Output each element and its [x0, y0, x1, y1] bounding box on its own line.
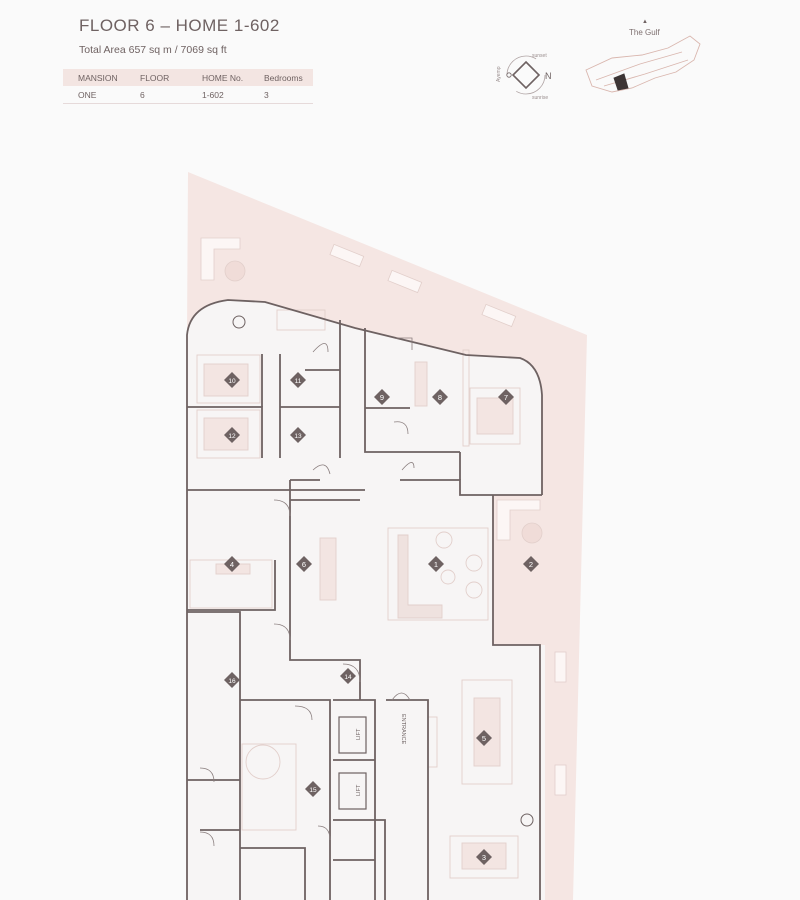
- lift-b-label: LIFT: [356, 784, 362, 796]
- room-marker-label: 12: [228, 433, 236, 440]
- interior-floor: [187, 300, 545, 900]
- spec-header-row: MANSION FLOOR HOME No. Bedrooms: [63, 69, 313, 86]
- spec-value-home: 1-602: [202, 86, 264, 104]
- room-marker-9: 9: [374, 389, 390, 405]
- room-marker-label: 15: [309, 787, 317, 794]
- lift-a-label: LIFT: [356, 728, 362, 740]
- terrace: [187, 172, 587, 900]
- room-marker-label: 4: [230, 560, 234, 569]
- room-marker-diamond-icon: [224, 427, 240, 443]
- spec-value-row: ONE 6 1-602 3: [63, 86, 313, 104]
- room-marker-label: 2: [529, 560, 533, 569]
- compass-sunrise: sunrise: [532, 95, 548, 101]
- room-marker-diamond-icon: [374, 389, 390, 405]
- room-marker-12: 12: [224, 427, 240, 443]
- room-marker-label: 7: [504, 393, 508, 402]
- room-marker-label: 6: [302, 560, 306, 569]
- room-marker-diamond-icon: [476, 730, 492, 746]
- lift-b: [338, 772, 367, 810]
- room-marker-7: 7: [498, 389, 514, 405]
- spec-header-bedrooms: Bedrooms: [264, 69, 313, 86]
- room-marker-diamond-icon: [305, 781, 321, 797]
- keyplan-unit-marker: [613, 73, 629, 91]
- room-marker-8: 8: [432, 389, 448, 405]
- room-marker-1: 1: [428, 556, 444, 572]
- room-marker-label: 5: [482, 734, 486, 743]
- compass-diamond-icon: [511, 60, 541, 90]
- room-marker-diamond-icon: [290, 427, 306, 443]
- spec-value-mansion: ONE: [63, 86, 140, 104]
- spec-header-home: HOME No.: [202, 69, 264, 86]
- room-marker-label: 14: [344, 674, 352, 681]
- sun-icon: [506, 72, 512, 78]
- room-marker-5: 5: [476, 730, 492, 746]
- room-marker-11: 11: [290, 372, 306, 388]
- room-marker-label: 1: [434, 560, 438, 569]
- lifts: [338, 716, 367, 810]
- spec-table: MANSION FLOOR HOME No. Bedrooms ONE 6 1-…: [63, 69, 313, 104]
- room-marker-16: 16: [224, 672, 240, 688]
- spec-value-bedrooms: 3: [264, 86, 313, 104]
- room-marker-diamond-icon: [290, 372, 306, 388]
- compass-west: Ayemp: [496, 66, 502, 82]
- keyplan-label: The Gulf: [629, 28, 660, 37]
- room-marker-diamond-icon: [224, 372, 240, 388]
- page-title: FLOOR 6 – HOME 1-602: [79, 16, 280, 35]
- compass-sunset: sunset: [532, 53, 547, 59]
- room-marker-2: 2: [523, 556, 539, 572]
- room-marker-diamond-icon: [432, 389, 448, 405]
- room-marker-label: 3: [482, 853, 486, 862]
- room-marker-6: 6: [296, 556, 312, 572]
- room-marker-15: 15: [305, 781, 321, 797]
- spec-header-mansion: MANSION: [63, 69, 140, 86]
- spec-value-floor: 6: [140, 86, 202, 104]
- room-marker-label: 8: [438, 393, 442, 402]
- columns: [232, 315, 534, 827]
- room-marker-label: 16: [228, 678, 236, 685]
- lift-a: [338, 716, 367, 754]
- room-marker-label: 10: [228, 378, 236, 385]
- room-marker-14: 14: [340, 668, 356, 684]
- room-marker-diamond-icon: [224, 672, 240, 688]
- compass-north: N: [545, 71, 552, 81]
- doors: [199, 337, 415, 847]
- compass: N sunset sunrise Ayemp: [496, 53, 552, 101]
- spec-header-floor: FLOOR: [140, 69, 202, 86]
- keyplan: [585, 35, 701, 93]
- room-marker-diamond-icon: [498, 389, 514, 405]
- gulf-arrow-icon: ▲: [642, 19, 648, 25]
- room-marker-diamond-icon: [523, 556, 539, 572]
- room-marker-diamond-icon: [476, 849, 492, 865]
- room-marker-3: 3: [476, 849, 492, 865]
- room-marker-label: 11: [295, 378, 302, 385]
- room-marker-13: 13: [290, 427, 306, 443]
- room-marker-10: 10: [224, 372, 240, 388]
- room-marker-4: 4: [224, 556, 240, 572]
- walls: [186, 299, 543, 900]
- room-marker-label: 13: [294, 433, 302, 440]
- entrance-label: ENTRANCE: [400, 714, 406, 745]
- room-marker-diamond-icon: [340, 668, 356, 684]
- room-marker-label: 9: [380, 393, 384, 402]
- room-marker-diamond-icon: [224, 556, 240, 572]
- room-marker-diamond-icon: [296, 556, 312, 572]
- total-area: Total Area 657 sq m / 7069 sq ft: [79, 44, 227, 56]
- room-marker-diamond-icon: [428, 556, 444, 572]
